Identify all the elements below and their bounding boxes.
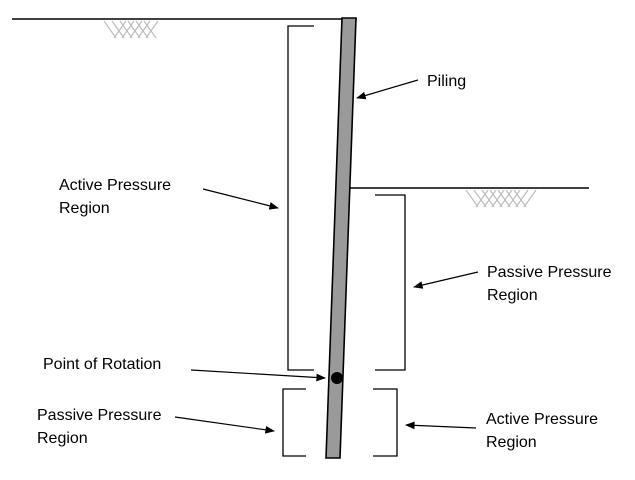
active-pressure-bracket-upper xyxy=(287,25,314,371)
piling-label-text: Piling xyxy=(427,73,467,90)
point-of-rotation-text: Point of Rotation xyxy=(43,356,162,373)
passive-lower-left-arrow xyxy=(174,416,275,434)
point-of-rotation-label: Point of Rotation xyxy=(43,353,161,376)
passive-right-arrow xyxy=(413,271,479,289)
passive-pressure-bracket-right xyxy=(375,194,406,371)
active-lower-right-line2: Region xyxy=(486,434,537,451)
passive-lower-left-line2: Region xyxy=(37,430,88,447)
passive-right-line1: Passive Pressure xyxy=(487,264,612,281)
active-upper-line1: Active Pressure xyxy=(59,177,172,194)
passive-pressure-bracket-lower-left xyxy=(282,388,306,457)
piling xyxy=(325,17,357,459)
passive-pressure-label-right: Passive Pressure Region xyxy=(487,261,612,307)
soil-hatch-upper xyxy=(103,20,159,39)
active-pressure-label-lower-right: Active Pressure Region xyxy=(486,408,598,454)
active-upper-arrow xyxy=(202,188,279,210)
passive-lower-left-line1: Passive Pressure xyxy=(37,407,162,424)
piling-arrow xyxy=(356,79,419,100)
active-lower-right-line1: Active Pressure xyxy=(486,411,599,428)
piling-label: Piling xyxy=(427,70,466,93)
active-lower-right-arrow xyxy=(405,421,477,430)
active-pressure-bracket-lower-right xyxy=(373,388,398,457)
passive-pressure-label-lower-left: Passive Pressure Region xyxy=(37,404,162,450)
active-pressure-label-upper: Active Pressure Region xyxy=(59,174,171,220)
point-of-rotation-marker xyxy=(331,372,343,384)
rotation-arrow xyxy=(190,369,326,382)
passive-right-line2: Region xyxy=(487,287,538,304)
active-upper-line2: Region xyxy=(59,200,110,217)
soil-hatch-lower xyxy=(465,189,537,208)
